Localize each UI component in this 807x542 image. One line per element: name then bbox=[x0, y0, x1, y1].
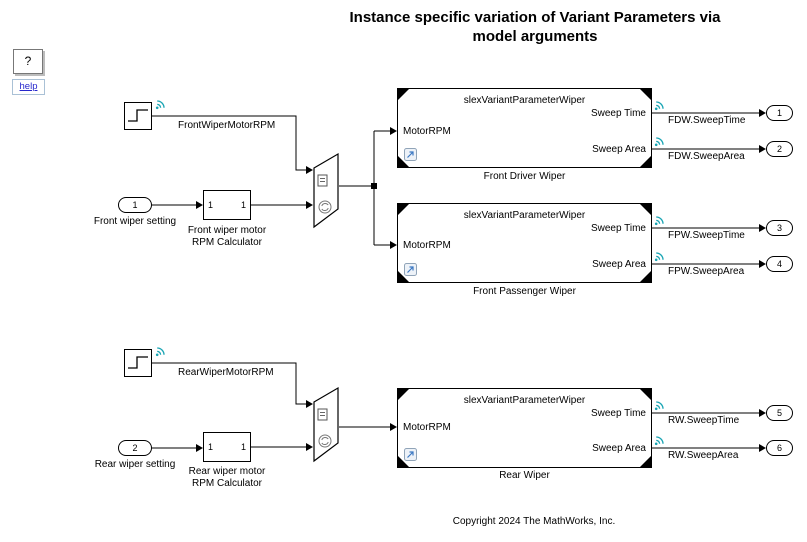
variant-source-rear[interactable] bbox=[312, 386, 340, 464]
model-caption: Rear Wiper bbox=[499, 470, 550, 481]
subsystem-rear-rpm-calculator[interactable]: 1 1 bbox=[203, 432, 251, 462]
inport-num: 1 bbox=[208, 200, 214, 210]
outport-label-sweep-area: Sweep Area bbox=[592, 144, 646, 155]
model-name: slexVariantParameterWiper bbox=[463, 95, 586, 106]
variant-corner-icon bbox=[639, 270, 652, 283]
streaming-badge-icon[interactable] bbox=[654, 434, 666, 446]
page-title-line2: model arguments bbox=[472, 28, 598, 45]
model-block-front-passenger-wiper[interactable]: slexVariantParameterWiper Sweep Time Mot… bbox=[397, 203, 652, 283]
streaming-badge-icon[interactable] bbox=[654, 399, 666, 411]
inport-1-caption: Front wiper setting bbox=[93, 216, 177, 227]
calc-caption-line1: Rear wiper motor bbox=[188, 466, 266, 477]
streaming-badge-icon[interactable] bbox=[654, 99, 666, 111]
document-badge-icon bbox=[317, 174, 328, 187]
step-source-rear-wiper[interactable] bbox=[124, 349, 152, 377]
signal-label-fdw-sweeparea: FDW.SweepArea bbox=[668, 151, 745, 162]
outport-label-sweep-area: Sweep Area bbox=[592, 443, 646, 454]
outport-num: 1 bbox=[240, 442, 246, 452]
inport-2-caption: Rear wiper setting bbox=[94, 459, 176, 470]
model-caption: Front Driver Wiper bbox=[483, 171, 566, 182]
calc-caption-line2: RPM Calculator bbox=[191, 478, 263, 489]
variant-badge-icon bbox=[318, 434, 332, 448]
instance-parameters-badge-icon bbox=[404, 263, 417, 276]
inport-num: 1 bbox=[208, 442, 214, 452]
outport-5[interactable]: 5 bbox=[766, 405, 793, 421]
outport-label-sweep-time: Sweep Time bbox=[590, 223, 646, 234]
step-waveform-icon bbox=[128, 109, 148, 122]
streaming-badge-icon[interactable] bbox=[654, 250, 666, 262]
model-block-rear-wiper[interactable]: slexVariantParameterWiper Sweep Time Mot… bbox=[397, 388, 652, 468]
model-name: slexVariantParameterWiper bbox=[463, 395, 586, 406]
model-caption: Front Passenger Wiper bbox=[473, 286, 576, 297]
outport-label-sweep-area: Sweep Area bbox=[592, 259, 646, 270]
instance-parameters-badge-icon bbox=[404, 148, 417, 161]
subsystem-front-rpm-calculator[interactable]: 1 1 bbox=[203, 190, 251, 220]
signal-label-rear-step: RearWiperMotorRPM bbox=[178, 367, 274, 378]
model-name: slexVariantParameterWiper bbox=[463, 210, 586, 221]
inport-label-motor-rpm: MotorRPM bbox=[403, 422, 451, 433]
signal-label-fdw-sweeptime: FDW.SweepTime bbox=[668, 115, 746, 126]
help-block[interactable]: ? bbox=[13, 49, 43, 74]
page-title-line1: Instance specific variation of Variant P… bbox=[349, 9, 721, 26]
signal-label-fpw-sweeptime: FPW.SweepTime bbox=[668, 230, 745, 241]
variant-corner-icon bbox=[639, 455, 652, 468]
signal-label-fpw-sweeparea: FPW.SweepArea bbox=[668, 266, 745, 277]
copyright-text: Copyright 2024 The MathWorks, Inc. bbox=[452, 516, 616, 527]
streaming-badge-icon[interactable] bbox=[155, 345, 167, 357]
calc-caption-line2: RPM Calculator bbox=[191, 237, 263, 248]
step-source-front-wiper[interactable] bbox=[124, 102, 152, 130]
signal-label-front-step: FrontWiperMotorRPM bbox=[178, 120, 276, 131]
page-title: Instance specific variation of Variant P… bbox=[315, 8, 755, 46]
inport-1[interactable]: 1 bbox=[118, 197, 152, 213]
streaming-badge-icon[interactable] bbox=[654, 214, 666, 226]
instance-parameters-badge-icon bbox=[404, 448, 417, 461]
signal-label-rw-sweeparea: RW.SweepArea bbox=[668, 450, 739, 461]
question-mark-icon: ? bbox=[24, 54, 32, 68]
variant-source-front[interactable] bbox=[312, 152, 340, 230]
outport-6[interactable]: 6 bbox=[766, 440, 793, 456]
variant-badge-icon bbox=[318, 200, 332, 214]
streaming-badge-icon[interactable] bbox=[654, 135, 666, 147]
signal-label-rw-sweeptime: RW.SweepTime bbox=[668, 415, 740, 426]
inport-2[interactable]: 2 bbox=[118, 440, 152, 456]
outport-num: 1 bbox=[240, 200, 246, 210]
help-link[interactable]: help bbox=[12, 79, 45, 95]
inport-label-motor-rpm: MotorRPM bbox=[403, 126, 451, 137]
step-waveform-icon bbox=[128, 356, 148, 369]
outport-3[interactable]: 3 bbox=[766, 220, 793, 236]
outport-label-sweep-time: Sweep Time bbox=[590, 108, 646, 119]
inport-label-motor-rpm: MotorRPM bbox=[403, 240, 451, 251]
calc-caption-line1: Front wiper motor bbox=[187, 225, 267, 236]
outport-4[interactable]: 4 bbox=[766, 256, 793, 272]
outport-2[interactable]: 2 bbox=[766, 141, 793, 157]
streaming-badge-icon[interactable] bbox=[155, 98, 167, 110]
outport-label-sweep-time: Sweep Time bbox=[590, 408, 646, 419]
document-badge-icon bbox=[317, 408, 328, 421]
variant-corner-icon bbox=[639, 155, 652, 168]
model-block-front-driver-wiper[interactable]: slexVariantParameterWiper Sweep Time Mot… bbox=[397, 88, 652, 168]
outport-1[interactable]: 1 bbox=[766, 105, 793, 121]
